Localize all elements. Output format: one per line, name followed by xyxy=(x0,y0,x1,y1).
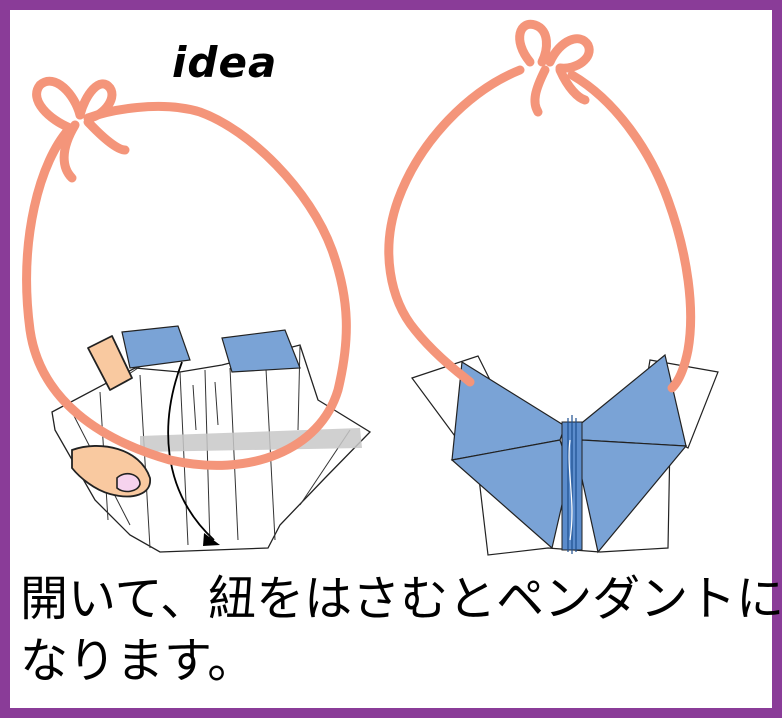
idea-title: idea xyxy=(172,38,278,87)
caption-line-1: 開いて、紐をはさむとペンダントに xyxy=(20,571,782,627)
caption-text: 開いて、紐をはさむとペンダントに なります。 xyxy=(20,568,782,692)
finger-thumb-icon xyxy=(71,445,151,498)
finger-top-icon xyxy=(87,335,133,391)
right-pendant-model xyxy=(411,353,719,556)
right-cord-loop xyxy=(384,19,696,393)
left-cord-loop xyxy=(22,76,351,470)
caption-line-2: なります。 xyxy=(20,633,256,689)
